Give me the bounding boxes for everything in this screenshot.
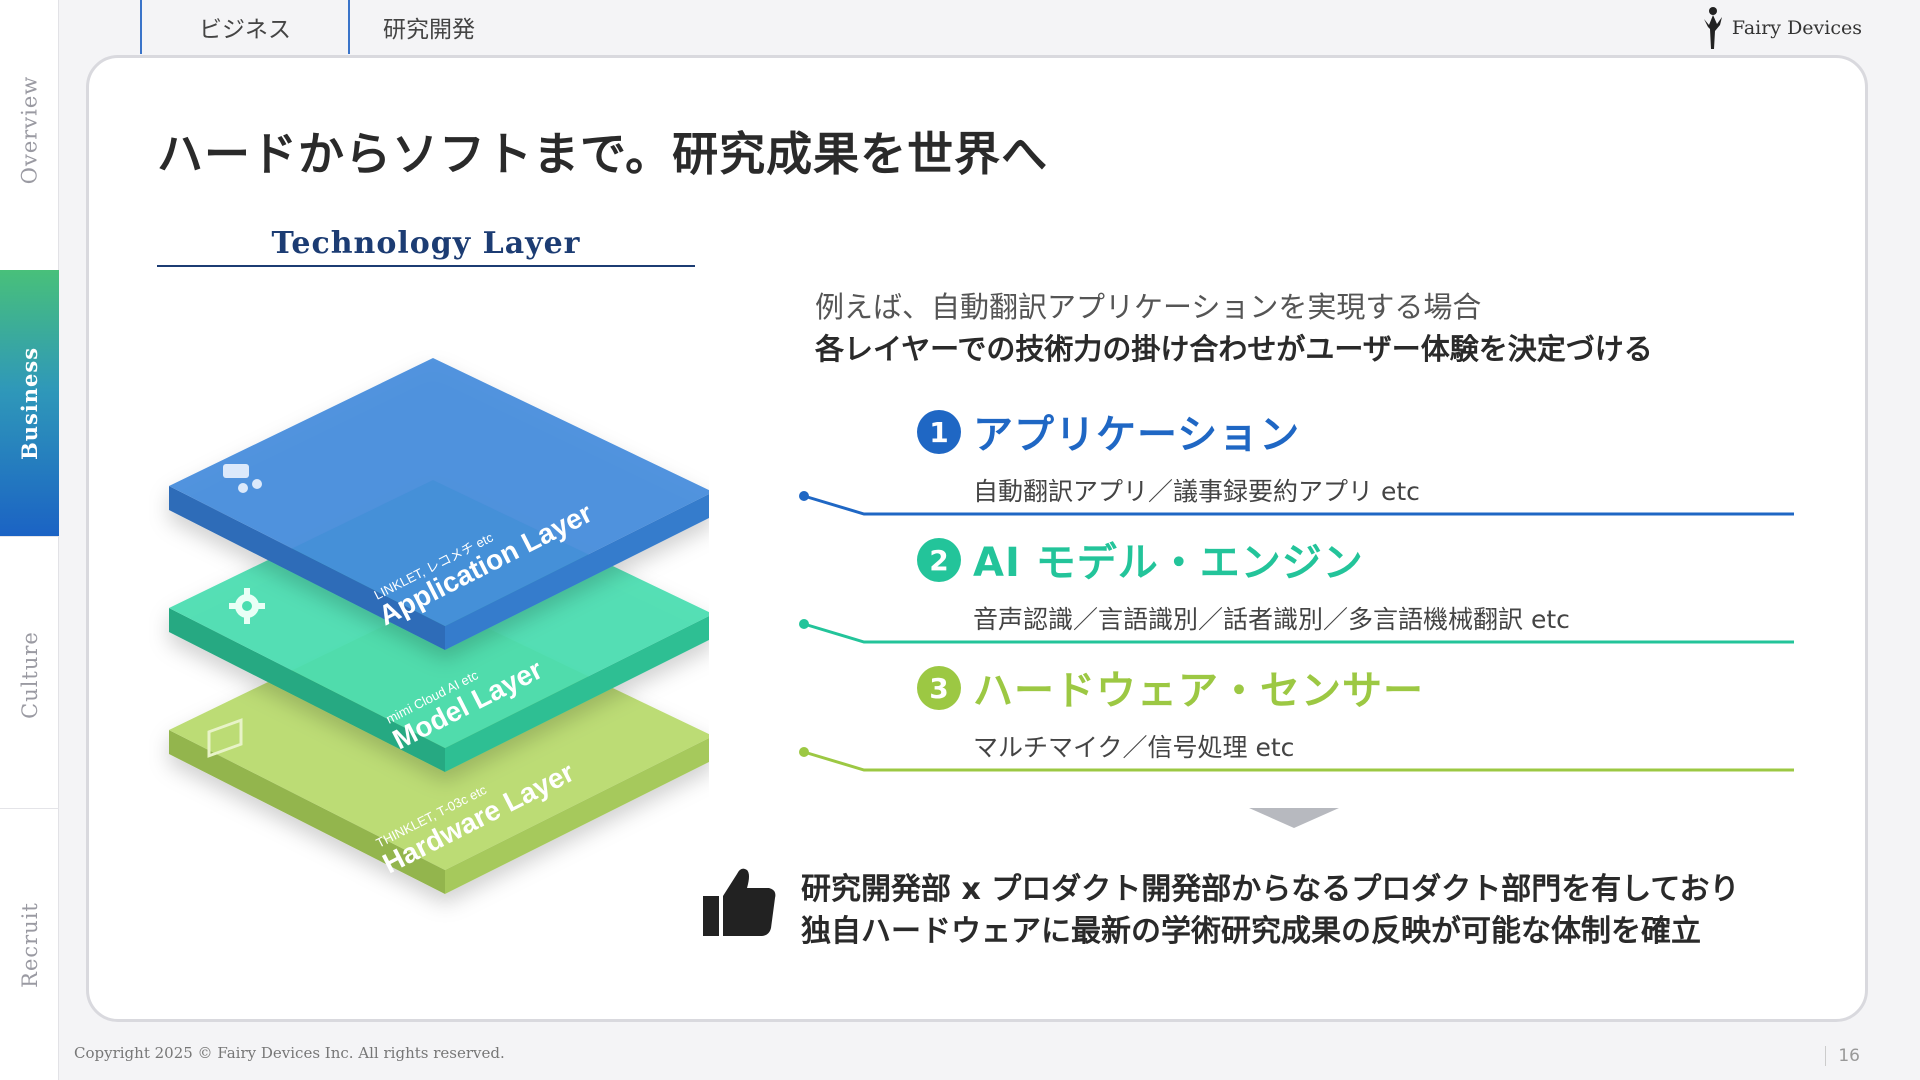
fairy-figure-icon — [1703, 7, 1722, 49]
nav-item-recruit[interactable]: Recruit — [0, 830, 59, 1060]
section-1-number: 1 — [917, 410, 961, 454]
nav-item-label: Culture — [17, 631, 42, 719]
section-1-divider — [799, 491, 1794, 516]
page-title: ハードからソフトまで。研究成果を世界へ — [157, 127, 1049, 181]
section-3-title: ハードウェア・センサー — [973, 668, 1424, 714]
content-card: ハードからソフトまで。研究成果を世界へ Technology Layer THI… — [86, 55, 1868, 1022]
section-2-desc: 音声認識／言語識別／話者識別／多言語機械翻訳 etc — [973, 605, 1570, 634]
nav-item-label: Business — [17, 346, 42, 460]
thumbs-up-icon — [703, 868, 776, 936]
conclusion-line-1: 研究開発部 x プロダクト開発部からなるプロダクト部門を有しており — [801, 872, 1740, 907]
nav-item-label: Recruit — [17, 902, 42, 988]
company-logo[interactable]: Fairy Devices — [1700, 6, 1862, 50]
tab-label: 研究開発 — [383, 17, 475, 43]
nav-item-business[interactable]: Business — [0, 270, 59, 536]
chat-users-icon — [223, 464, 262, 493]
logo-text: Fairy Devices — [1731, 17, 1862, 39]
tab-label: ビジネス — [199, 17, 291, 43]
section-2-title: AI モデル・エンジン — [973, 540, 1364, 586]
section-1-desc: 自動翻訳アプリ／議事録要約アプリ etc — [973, 477, 1420, 506]
nav-item-culture[interactable]: Culture — [0, 560, 59, 790]
section-2-number: 2 — [917, 538, 961, 582]
chip-icon — [207, 718, 243, 758]
gear-icon — [229, 588, 265, 624]
copyright-text: Copyright 2025 © Fairy Devices Inc. All … — [74, 1044, 505, 1062]
nav-item-label: Overview — [17, 75, 42, 185]
tab-business[interactable]: ビジネス — [140, 0, 348, 54]
section-3-number: 3 — [917, 666, 961, 710]
nav-item-overview[interactable]: Overview — [0, 40, 59, 220]
side-navigation: Overview Business Culture Recruit — [0, 0, 59, 1080]
top-tabs: ビジネス 研究開発 — [140, 0, 508, 54]
technology-layer-heading: Technology Layer — [157, 226, 695, 267]
down-arrow-icon — [1249, 808, 1339, 828]
section-3-desc: マルチマイク／信号処理 etc — [973, 733, 1295, 762]
intro-line-1: 例えば、自動翻訳アプリケーションを実現する場合 — [815, 290, 1482, 324]
tab-research[interactable]: 研究開発 — [348, 0, 508, 54]
technology-layer-diagram: THINKLET, T-03c etc Hardware Layer mimi … — [169, 358, 709, 894]
intro-line-2: 各レイヤーでの技術力の掛け合わせがユーザー体験を決定づける — [815, 332, 1653, 366]
section-3-divider — [799, 747, 1794, 772]
application-layer — [169, 358, 709, 650]
conclusion-line-2: 独自ハードウェアに最新の学術研究成果の反映が可能な体制を確立 — [801, 914, 1701, 949]
page-number: 16 — [1825, 1046, 1860, 1066]
section-2-divider — [799, 619, 1794, 644]
section-1-title: アプリケーション — [973, 412, 1301, 458]
